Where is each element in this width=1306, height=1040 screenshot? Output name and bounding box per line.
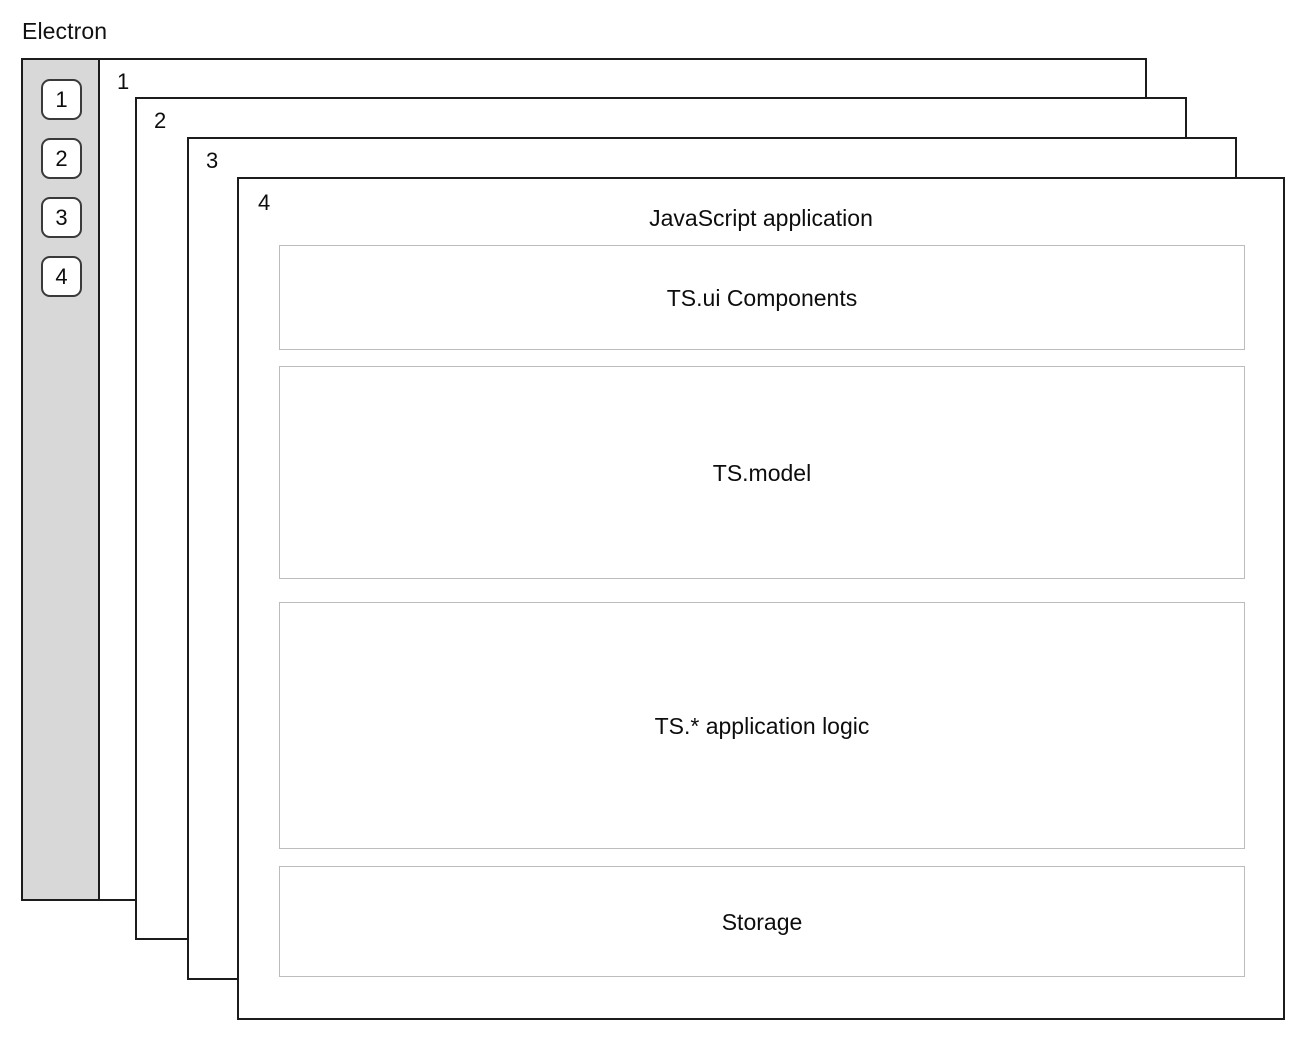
layer-box-label: TS.model [712, 459, 812, 486]
layer-box-storage[interactable]: Storage [279, 866, 1245, 977]
sidebar-button-label: 1 [55, 86, 68, 112]
layer-box-ts-ui-components[interactable]: TS.ui Components [279, 245, 1245, 350]
layer-number-label-1: 1 [117, 69, 130, 94]
sidebar-button-2[interactable]: 2 [41, 138, 82, 179]
layer-box-label: TS.ui Components [666, 284, 858, 311]
layer-box-label: TS.* application logic [654, 712, 870, 739]
sidebar-button-3[interactable]: 3 [41, 197, 82, 238]
layer-number-label-2: 2 [154, 108, 167, 133]
javascript-application-title: JavaScript application [649, 205, 873, 231]
sidebar-button-label: 3 [55, 204, 68, 230]
sidebar-button-4[interactable]: 4 [41, 256, 82, 297]
layer-number-label-3: 3 [206, 148, 219, 173]
layer-box-ts-model[interactable]: TS.model [279, 366, 1245, 579]
sidebar-button-label: 2 [55, 145, 68, 171]
layer-box-ts-application-logic[interactable]: TS.* application logic [279, 602, 1245, 849]
layer-box-label: Storage [721, 908, 803, 935]
diagram-title: Electron [22, 18, 108, 44]
sidebar-button-1[interactable]: 1 [41, 79, 82, 120]
window-layer-4[interactable]: 4 JavaScript application TS.ui Component… [237, 177, 1285, 1020]
layer-number-label-4: 4 [258, 190, 271, 215]
window-switcher-sidebar: 1 2 3 4 [23, 60, 100, 899]
sidebar-button-label: 4 [55, 263, 68, 289]
